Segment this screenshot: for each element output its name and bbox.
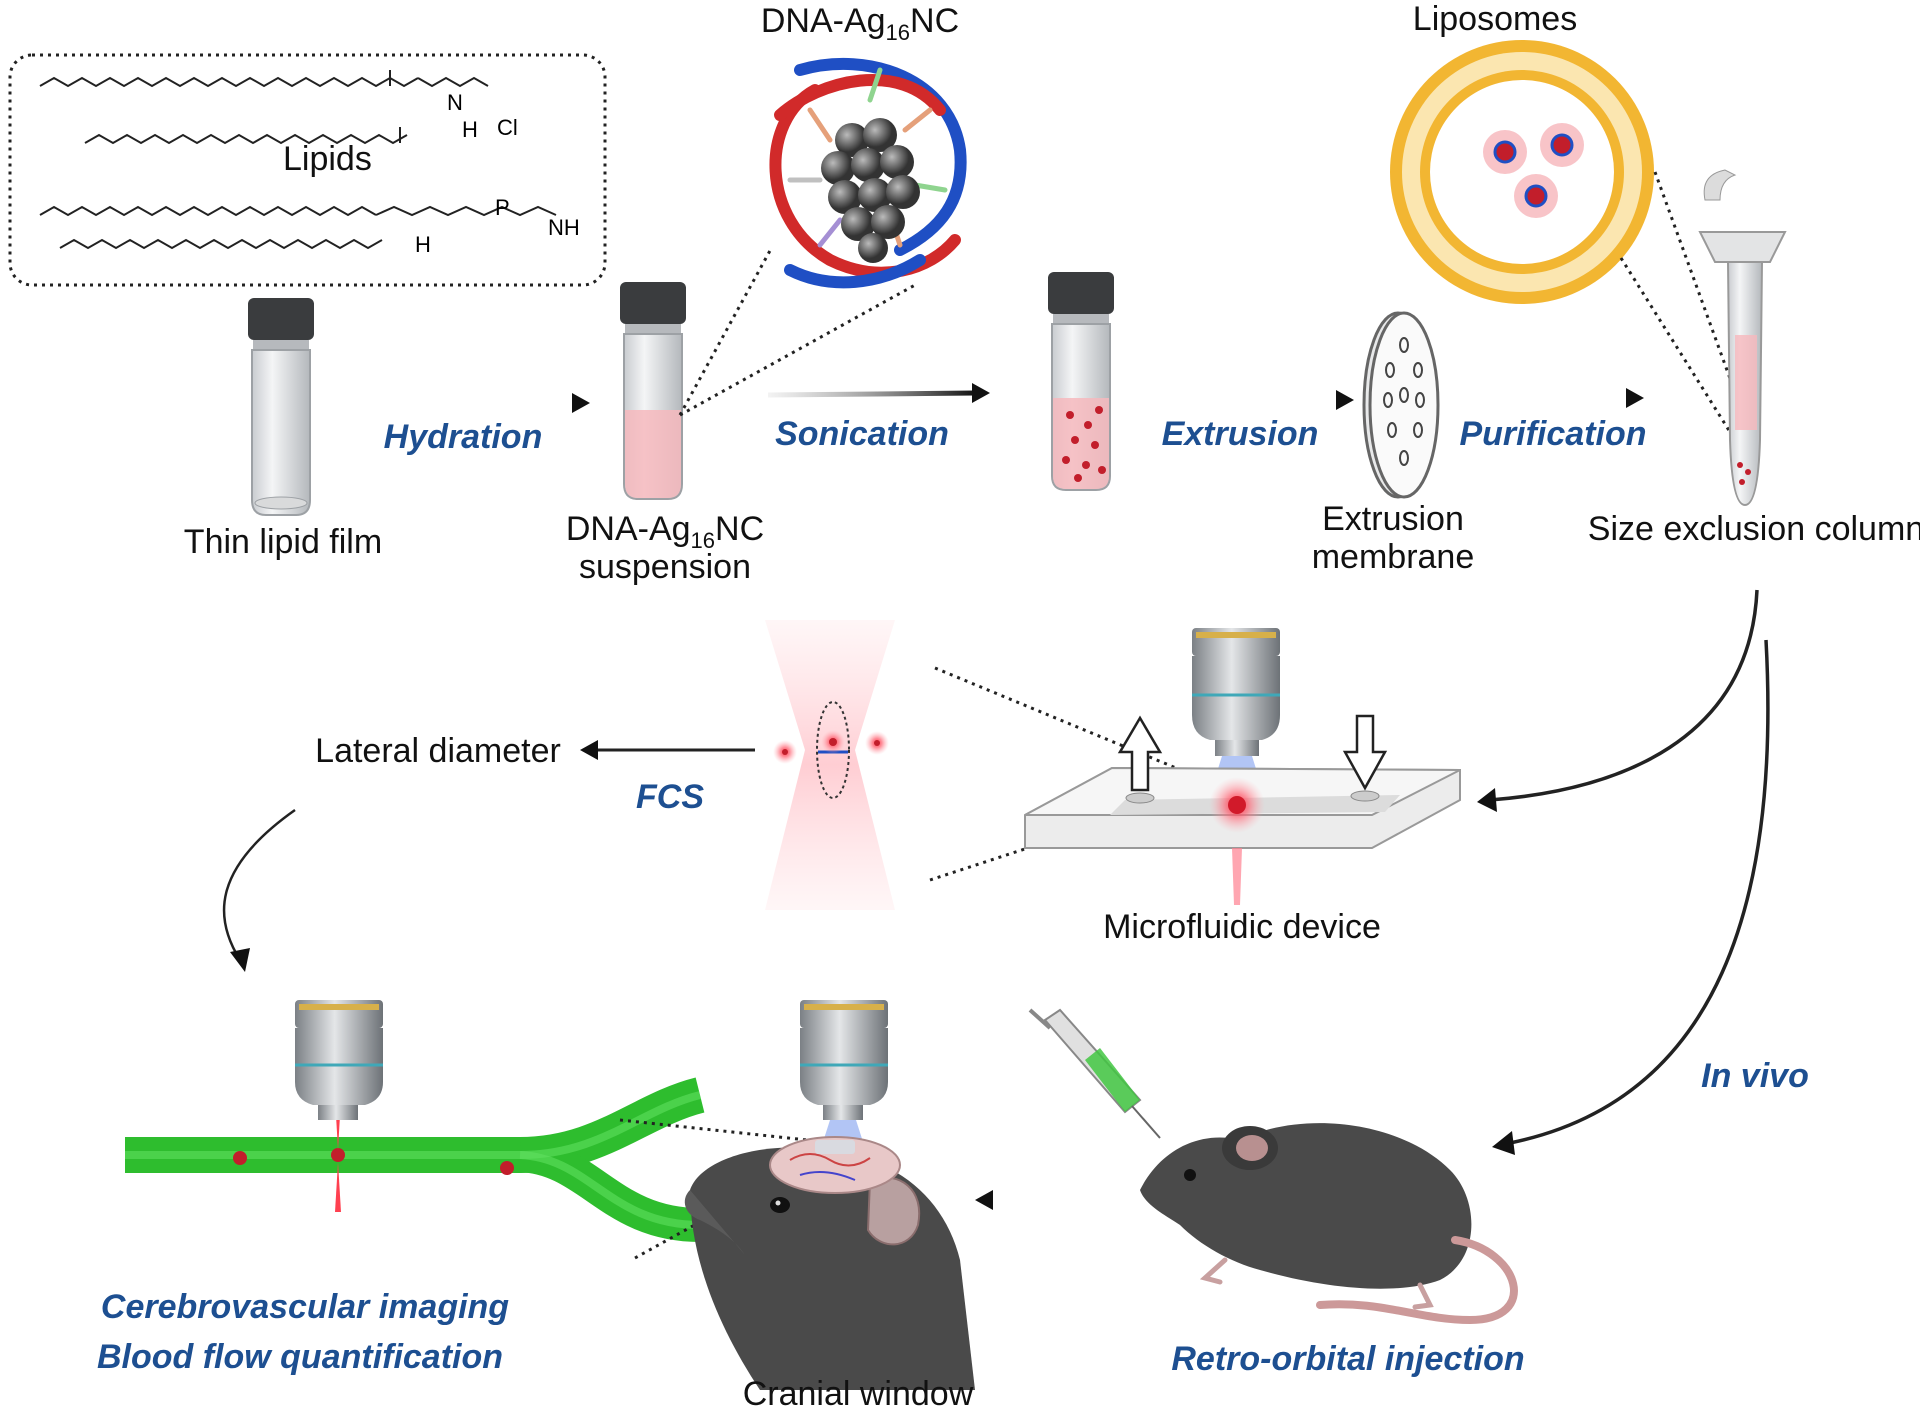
objective-lens-icon [1192,628,1280,788]
in-vivo-label: In vivo [1701,1057,1809,1095]
dna-cluster-icon [769,57,967,289]
extrusion-membrane-label-1: Extrusion [1322,500,1464,538]
lipid-structure-2 [39,205,557,250]
chem-label-cl: Cl [497,115,518,140]
syringe-icon [1028,1008,1161,1139]
chem-label-nh3: NH [548,215,580,240]
lipids-panel: N Cl H Lipids H P NH [8,53,607,287]
retro-orbital-label: Retro-orbital injection [1171,1340,1524,1378]
dna-cluster-title: DNA-Ag16NC [761,2,959,45]
cranial-window-label: Cranial window [743,1375,974,1411]
lipid-structure-1 [39,70,489,145]
objective-lens-icon [800,1000,888,1145]
fcs-beam [765,620,895,910]
vial-icon [1048,272,1114,491]
chem-label-n: N [447,90,463,115]
thin-film-label: Thin lipid film [184,523,382,561]
purification-label: Purification [1459,415,1646,453]
mouse-icon [1140,1123,1518,1325]
sonication-label: Sonication [775,415,949,453]
membrane-icon [1362,311,1440,499]
extrusion-membrane-label-2: membrane [1312,538,1475,576]
chem-label-h2: H [415,232,431,257]
liposomes-label: Liposomes [1413,0,1577,38]
vial-icon [620,282,686,500]
cerebro-label-1: Cerebrovascular imaging [101,1288,509,1326]
suspension-label-line2: suspension [579,548,751,586]
extrusion-label: Extrusion [1162,415,1319,453]
microfluidic-chip-icon [1024,714,1461,905]
blood-vessel-icon [125,1077,705,1242]
vial-icon [248,298,314,516]
chem-label-h1: H [462,117,478,142]
mouse-icon [684,1136,975,1390]
fcs-label: FCS [636,778,704,816]
hydration-label: Hydration [384,418,543,456]
microfluidic-label: Microfluidic device [1103,908,1381,946]
lateral-diameter-label: Lateral diameter [315,732,561,770]
chem-label-p: P [495,195,510,220]
size-exclusion-label: Size exclusion column [1588,510,1920,548]
cerebro-label-2: Blood flow quantification [97,1338,503,1376]
objective-lens-icon [295,1000,383,1120]
lipids-label: Lipids [283,140,372,178]
hydration-arrowhead [572,393,590,413]
column-tube-icon [1698,169,1787,507]
liposome-icon [1390,40,1654,304]
suspension-label-line1: DNA-Ag16NC [566,510,764,553]
